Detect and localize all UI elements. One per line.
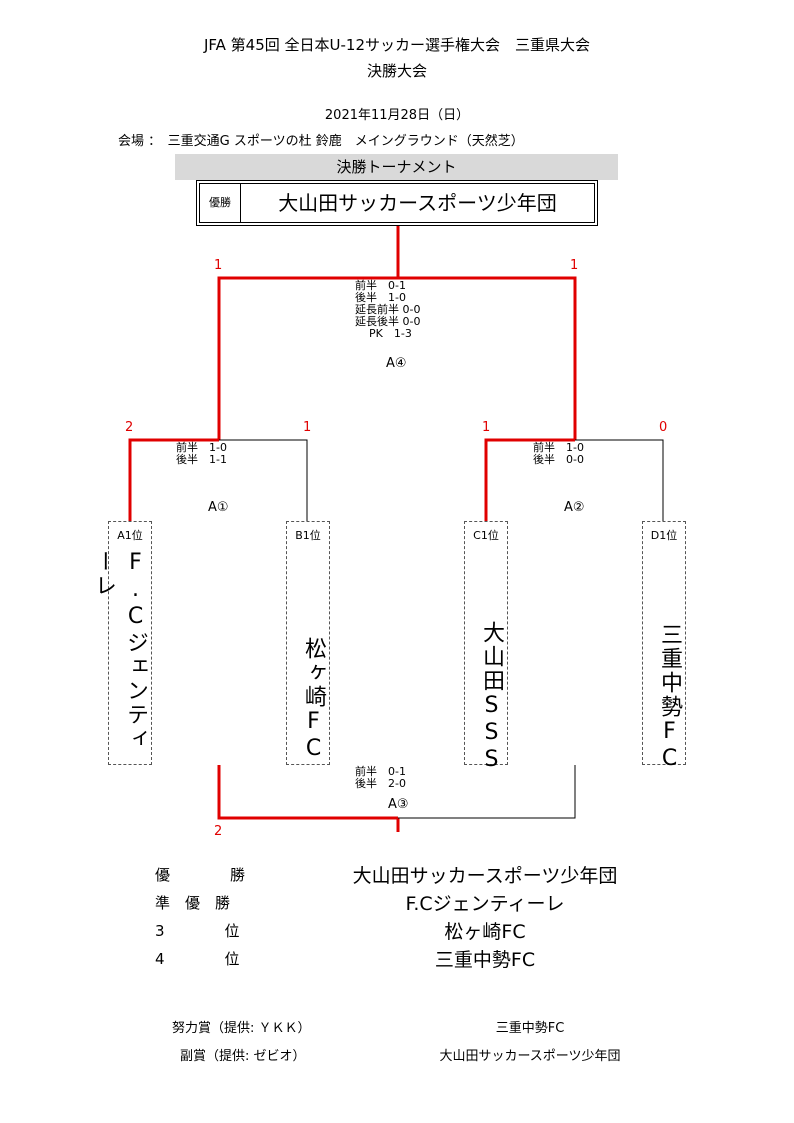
semi-right-score-d: 0 (659, 420, 668, 435)
team-seed: D1位 (650, 529, 678, 542)
result-rank-3: 3 位 (155, 922, 240, 940)
semi-left-score-a: 2 (125, 420, 134, 435)
team-box-d1: D1位 三重中勢FC (642, 521, 686, 773)
team-box-b1: B1位 松ヶ崎FC (286, 521, 330, 765)
champion-name: 大山田サッカースポーツ少年団 (278, 191, 557, 215)
team-box-a1: A1位 F.Cジェンティーレ (91, 521, 152, 765)
final-left-score: 1 (214, 258, 223, 273)
semi-left-loser-line (219, 439, 308, 521)
third-details: 前半 0-1 後半 2-0 (355, 765, 406, 790)
result-rank-4: 4 位 (155, 950, 240, 968)
team-name: 三重中勢FC (657, 622, 682, 773)
semi-left-score-b: 1 (303, 420, 312, 435)
semi-left-winner-line (128, 438, 219, 521)
third-loser-line (398, 765, 576, 819)
team-seed: C1位 (473, 529, 499, 542)
champion-label: 優勝 (200, 184, 241, 222)
third-match-label: A③ (388, 797, 409, 812)
page-subtitle: 決勝大会 (366, 62, 427, 80)
champion-box: 優勝 大山田サッカースポーツ少年団 (196, 180, 598, 226)
award-name-1: 三重中勢FC (495, 1021, 565, 1036)
final-right-score: 1 (570, 258, 579, 273)
team-name: F.Cジェンティーレ (91, 550, 148, 751)
result-name-4: 三重中勢FC (434, 949, 536, 971)
result-rank-2: 準 優 勝 (155, 894, 231, 912)
team-seed: B1位 (295, 529, 321, 542)
semi-right-match-label: A② (564, 500, 585, 515)
result-rank-1: 優 勝 (155, 866, 246, 884)
semi-right-loser-line (575, 439, 664, 521)
final-details: 前半 0-1 後半 1-0 延長前半 0-0 延長後半 0-0 PK 1-3 (355, 279, 421, 340)
venue: 会場 ： 三重交通G スポーツの杜 鈴鹿 メイングラウンド（天然芝） (118, 134, 524, 149)
semi-left-details: 前半 1-0 後半 1-1 (176, 441, 227, 466)
result-name-3: 松ヶ崎FC (444, 921, 526, 943)
result-name-1: 大山田サッカースポーツ少年団 (352, 865, 618, 887)
page-title: JFA 第45回 全日本U-12サッカー選手権大会 三重県大会 (203, 36, 591, 54)
tournament-banner: 決勝トーナメント (175, 154, 618, 180)
team-name: 松ヶ崎FC (301, 636, 326, 763)
semi-right-winner-line (484, 438, 575, 521)
award-label-2: 副賞（提供: ゼビオ） (180, 1049, 306, 1064)
award-name-2: 大山田サッカースポーツ少年団 (439, 1049, 621, 1064)
event-date: 2021年11月28日（日） (324, 108, 470, 123)
team-box-c1: C1位 大山田SSS (464, 521, 508, 774)
third-winner-line (217, 765, 398, 820)
final-left-red (217, 276, 398, 440)
final-right-red (398, 276, 577, 440)
team-name: 大山田SSS (479, 621, 504, 774)
award-label-1: 努力賞（提供: ＹＫＫ） (172, 1021, 311, 1036)
semi-left-match-label: A① (208, 500, 229, 515)
semi-right-score-c: 1 (482, 420, 491, 435)
third-left-score: 2 (214, 824, 223, 839)
team-seed: A1位 (117, 529, 143, 542)
semi-right-details: 前半 1-0 後半 0-0 (533, 441, 584, 466)
result-name-2: F.Cジェンティーレ (405, 893, 565, 915)
final-match-label: A④ (386, 356, 407, 371)
